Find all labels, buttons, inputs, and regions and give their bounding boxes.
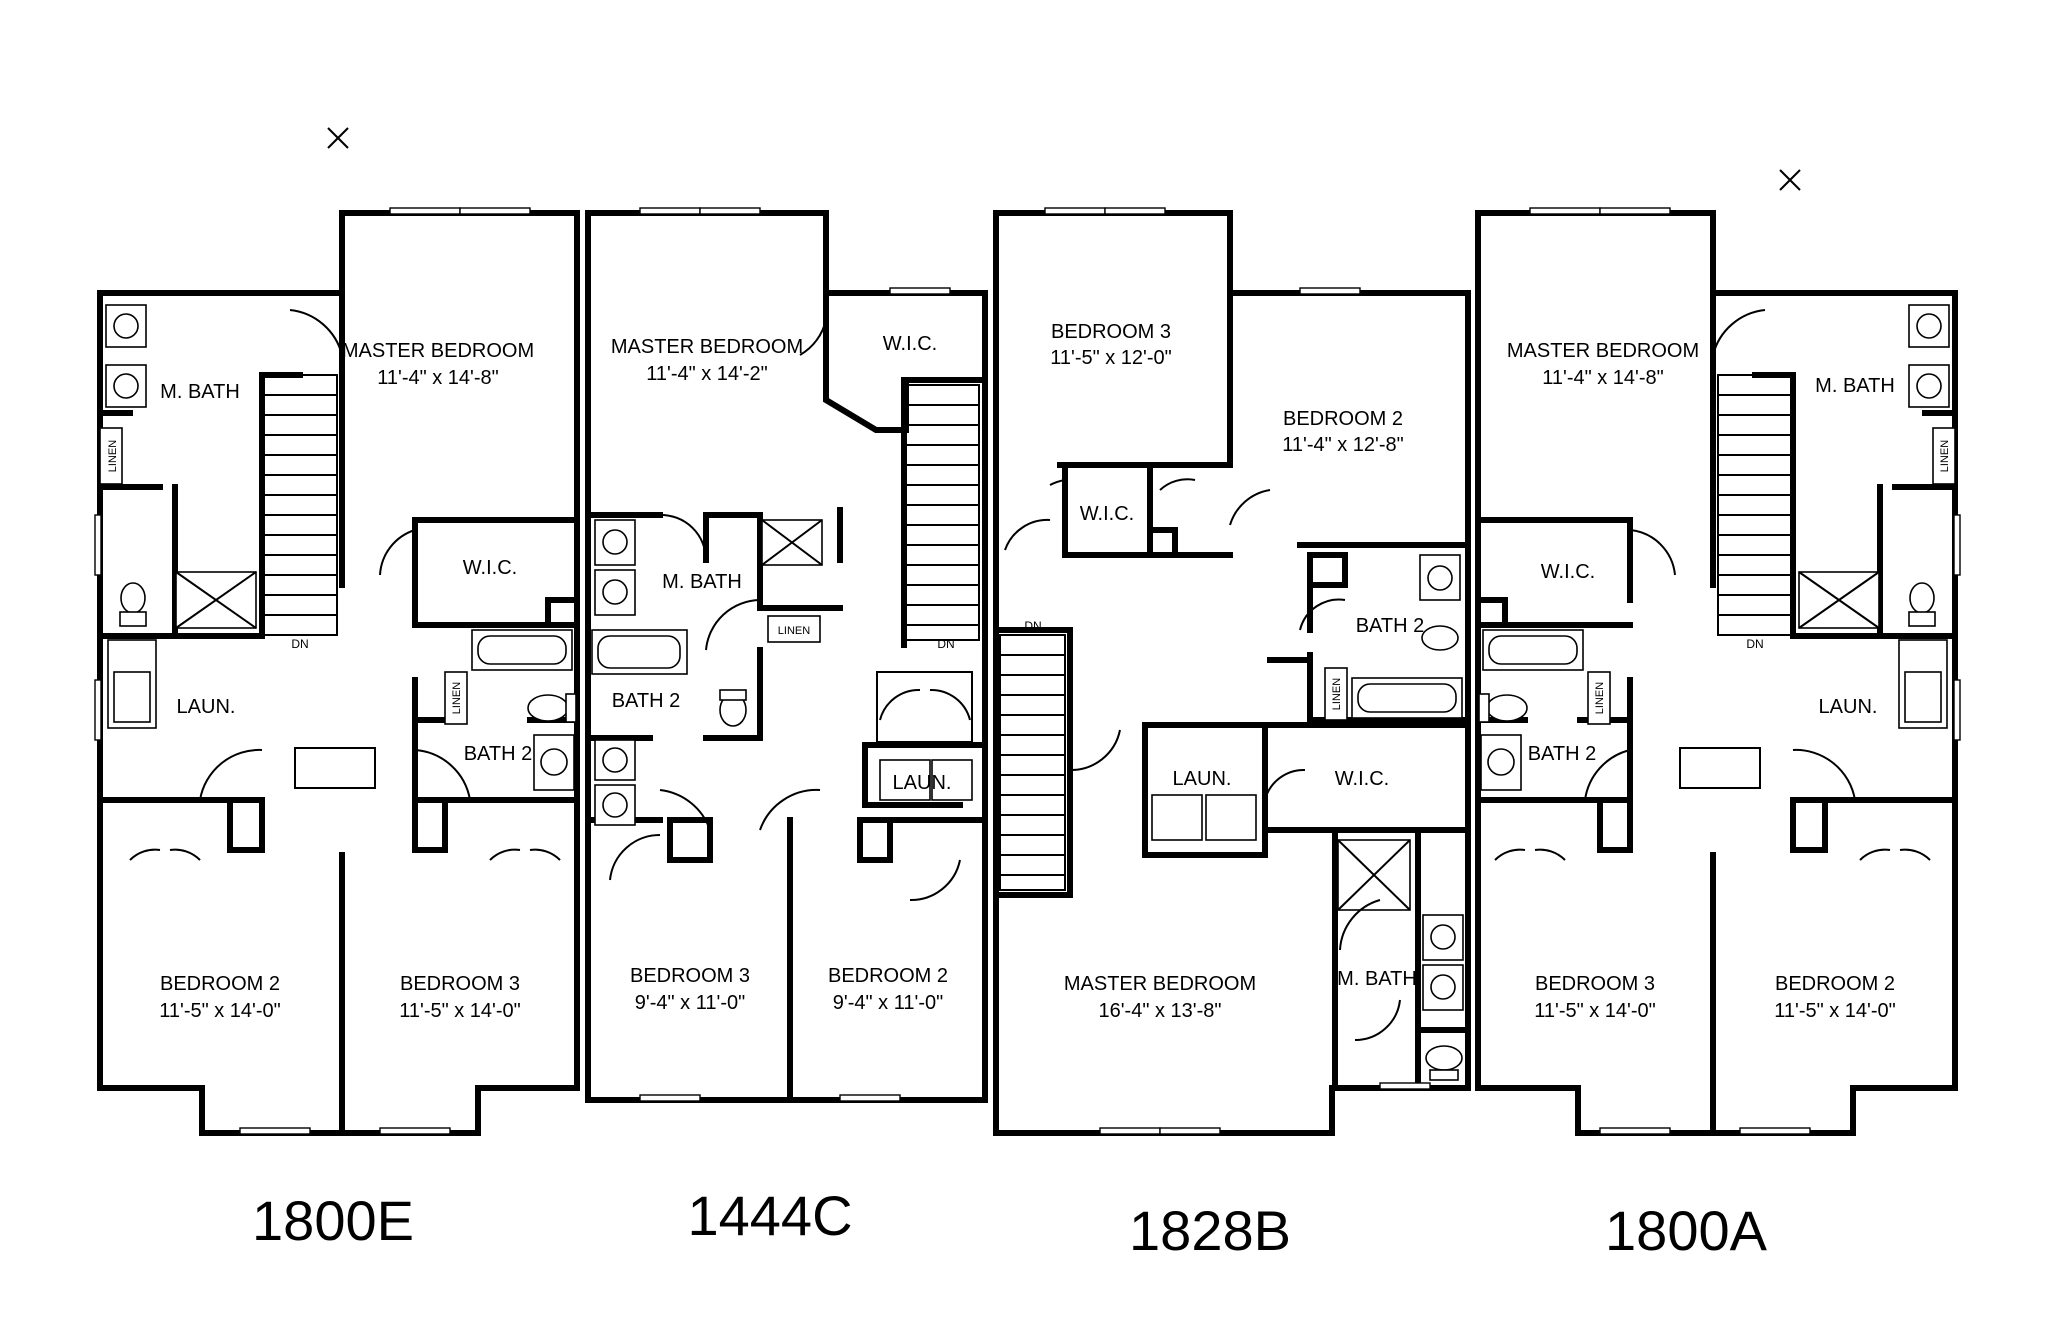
room-name-b-wic2: W.I.C. — [1335, 768, 1389, 790]
room-size-e-bed2: 11'-5" x 14'-0" — [159, 1000, 281, 1022]
room-name-a-wic: W.I.C. — [1541, 561, 1595, 583]
room-name-a-bath2: BATH 2 — [1528, 743, 1597, 765]
room-name-a-laun: LAUN. — [1819, 696, 1878, 718]
room-name-b-master: MASTER BEDROOM — [1064, 973, 1256, 995]
room-size-c-bed3: 9'-4" x 11'-0" — [635, 992, 745, 1014]
unit-1800A-outer-wall — [1475, 210, 1958, 1136]
stair-dn-c: DN — [937, 637, 954, 651]
room-name-c-bed3: BEDROOM 3 — [630, 965, 750, 987]
room-name-b-bath2: BATH 2 — [1356, 615, 1425, 637]
room-size-e-master: 11'-4" x 14'-8" — [377, 367, 499, 389]
room-name-b-bed3: BEDROOM 3 — [1051, 321, 1171, 343]
room-name-c-linen: LINEN — [778, 625, 810, 637]
unit-1800A — [1475, 207, 1961, 1136]
room-size-b-master: 16'-4" x 13'-8" — [1098, 1000, 1221, 1022]
room-name-e-laun: LAUN. — [177, 696, 236, 718]
stair-dn-a: DN — [1746, 637, 1763, 651]
unit-label-1800A: 1800A — [1605, 1199, 1768, 1262]
room-name-c-laun: LAUN. — [893, 772, 952, 794]
unit-1800E-outer-wall — [97, 210, 580, 1136]
room-name-a-linen-a: LINEN — [1939, 440, 1951, 472]
stair-dn-e: DN — [291, 637, 308, 651]
room-name-a-master: MASTER BEDROOM — [1507, 340, 1699, 362]
room-size-a-bed2: 11'-5" x 14'-0" — [1774, 1000, 1896, 1022]
room-name-e-wic: W.I.C. — [463, 557, 517, 579]
room-name-a-bed3: BEDROOM 3 — [1535, 973, 1655, 995]
room-name-e-linen-b: LINEN — [451, 682, 463, 714]
room-name-e-bath2: BATH 2 — [464, 743, 533, 765]
corner-mark-left — [327, 127, 349, 149]
stair-dn-b: DN — [1024, 619, 1041, 633]
room-name-e-mbath: M. BATH — [160, 381, 240, 403]
room-name-b-wic1: W.I.C. — [1080, 503, 1134, 525]
room-name-a-bed2: BEDROOM 2 — [1775, 973, 1895, 995]
room-size-b-bed3: 11'-5" x 12'-0" — [1050, 347, 1172, 369]
room-name-c-wic: W.I.C. — [883, 333, 937, 355]
room-size-c-master: 11'-4" x 14'-2" — [646, 363, 768, 385]
room-size-e-bed3: 11'-5" x 14'-0" — [399, 1000, 521, 1022]
room-name-a-linen-b: LINEN — [1594, 682, 1606, 714]
room-name-b-laun: LAUN. — [1173, 768, 1232, 790]
unit-1828B — [993, 207, 1471, 1136]
unit-1444C-outer-wall — [585, 210, 988, 1103]
room-name-c-mbath: M. BATH — [662, 571, 742, 593]
room-name-b-bed2: BEDROOM 2 — [1283, 408, 1403, 430]
unit-label-1800E: 1800E — [252, 1189, 414, 1252]
room-name-e-bed3: BEDROOM 3 — [400, 973, 520, 995]
room-name-b-mbath: M. BATH — [1337, 968, 1417, 990]
unit-1444C — [585, 207, 988, 1103]
room-name-b-linen: LINEN — [1331, 678, 1343, 710]
unit-label-1444C: 1444C — [687, 1184, 852, 1247]
room-name-e-linen-a: LINEN — [107, 440, 119, 472]
room-name-c-master: MASTER BEDROOM — [611, 336, 803, 358]
corner-mark-right — [1779, 169, 1801, 191]
room-name-c-bed2: BEDROOM 2 — [828, 965, 948, 987]
room-name-e-master: MASTER BEDROOM — [342, 340, 534, 362]
unit-1800E — [94, 207, 580, 1136]
room-size-b-bed2: 11'-4" x 12'-8" — [1282, 434, 1404, 456]
room-size-c-bed2: 9'-4" x 11'-0" — [833, 992, 943, 1014]
room-name-c-bath2: BATH 2 — [612, 690, 681, 712]
room-size-a-bed3: 11'-5" x 14'-0" — [1534, 1000, 1656, 1022]
unit-label-1828B: 1828B — [1129, 1199, 1291, 1262]
room-size-a-master: 11'-4" x 14'-8" — [1542, 367, 1664, 389]
room-name-a-mbath: M. BATH — [1815, 375, 1895, 397]
room-name-e-bed2: BEDROOM 2 — [160, 973, 280, 995]
